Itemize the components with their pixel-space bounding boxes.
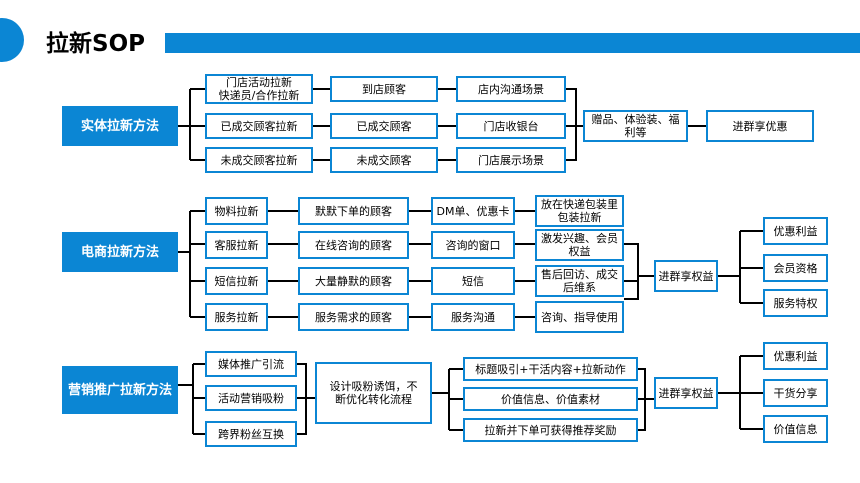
scene-box: 门店收银台 [456,113,566,139]
method-box: 短信拉新 [205,267,268,295]
content-box: 标题吸引+干活内容+拉新动作 [463,357,638,381]
customer-box: 到店顾客 [330,76,438,102]
connector [190,210,205,318]
tactic-box: 咨询、指导使用 [535,301,624,333]
content-box: 价值信息、价值素材 [463,387,638,411]
channel-box: 短信 [431,267,515,295]
customer-box: 未成交顾客 [330,147,438,173]
customer-box: 默默下单的顾客 [298,197,409,225]
tactic-box: 激发兴趣、会员权益 [535,229,624,261]
customer-box: 大量静默的顾客 [298,267,409,295]
customer-box: 已成交顾客 [330,113,438,139]
method-box: 跨界粉丝互换 [205,421,297,447]
benefit-box: 价值信息 [763,415,828,443]
connector [740,230,763,304]
incentive-box: 赠品、体验装、福利等 [583,110,688,142]
connector [313,88,330,161]
benefit-box: 服务特权 [763,289,828,317]
channel-box: DM单、优惠卡 [431,197,515,225]
title-bar [165,33,860,53]
customer-box: 在线咨询的顾客 [298,231,409,259]
merge-box: 进群享权益 [654,377,718,409]
category-physical-store: 实体拉新方法 [62,106,178,146]
benefit-box: 会员资格 [763,254,828,282]
method-box: 门店活动拉新 快递员/合作拉新 [205,74,313,104]
channel-box: 服务沟通 [431,303,515,331]
benefit-box: 优惠利益 [763,217,828,245]
benefit-box: 优惠利益 [763,342,828,370]
category-marketing: 营销推广拉新方法 [62,366,178,414]
method-box: 服务拉新 [205,303,268,331]
method-box: 未成交顾客拉新 [205,147,313,173]
connector [566,88,583,161]
outcome-box: 进群享优惠 [706,110,814,142]
tactic-box: 放在快递包装里包装拉新 [535,195,624,227]
scene-box: 门店展示场景 [456,147,566,173]
connector [638,368,654,431]
connector [268,210,298,318]
customer-box: 服务需求的顾客 [298,303,409,331]
content-box: 拉新并下单可获得推荐奖励 [463,418,638,442]
method-box: 活动营销吸粉 [205,385,297,411]
method-box: 物料拉新 [205,197,268,225]
connector [438,88,456,161]
merge-box: 进群享权益 [654,260,718,292]
method-box: 客服拉新 [205,231,268,259]
scene-box: 店内沟通场景 [456,76,566,102]
connector [624,243,654,300]
connector [515,210,535,318]
connector [190,88,205,161]
benefit-box: 干货分享 [763,379,828,407]
method-box: 媒体推广引流 [205,351,297,377]
connector [297,363,315,435]
channel-box: 咨询的窗口 [431,231,515,259]
connector [193,363,205,435]
connector [409,210,431,318]
tactic-box: 售后回访、成交后维系 [535,265,624,297]
page-title: 拉新SOP [46,31,145,57]
connector [449,368,463,431]
method-box: 已成交顾客拉新 [205,113,313,139]
connector [740,355,763,430]
strategy-box: 设计吸粉诱饵，不断优化转化流程 [315,362,432,424]
category-ecommerce: 电商拉新方法 [62,232,178,272]
